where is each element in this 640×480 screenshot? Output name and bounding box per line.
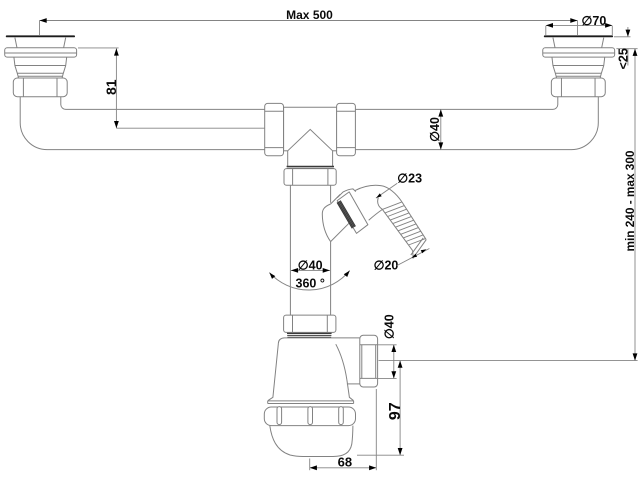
svg-text:<25: <25 — [617, 48, 631, 69]
svg-text:97: 97 — [387, 402, 404, 420]
svg-text:Max 500: Max 500 — [286, 8, 333, 22]
svg-text:∅40: ∅40 — [298, 258, 323, 272]
svg-text:81: 81 — [103, 79, 119, 95]
svg-text:∅40: ∅40 — [382, 314, 396, 339]
svg-text:∅20: ∅20 — [374, 258, 399, 272]
svg-text:min 240 - max 300: min 240 - max 300 — [623, 150, 637, 251]
svg-text:360 °: 360 ° — [296, 277, 325, 291]
svg-text:68: 68 — [338, 455, 352, 470]
svg-text:∅70: ∅70 — [582, 14, 607, 28]
svg-text:∅40: ∅40 — [428, 117, 442, 142]
svg-text:∅23: ∅23 — [397, 172, 422, 186]
